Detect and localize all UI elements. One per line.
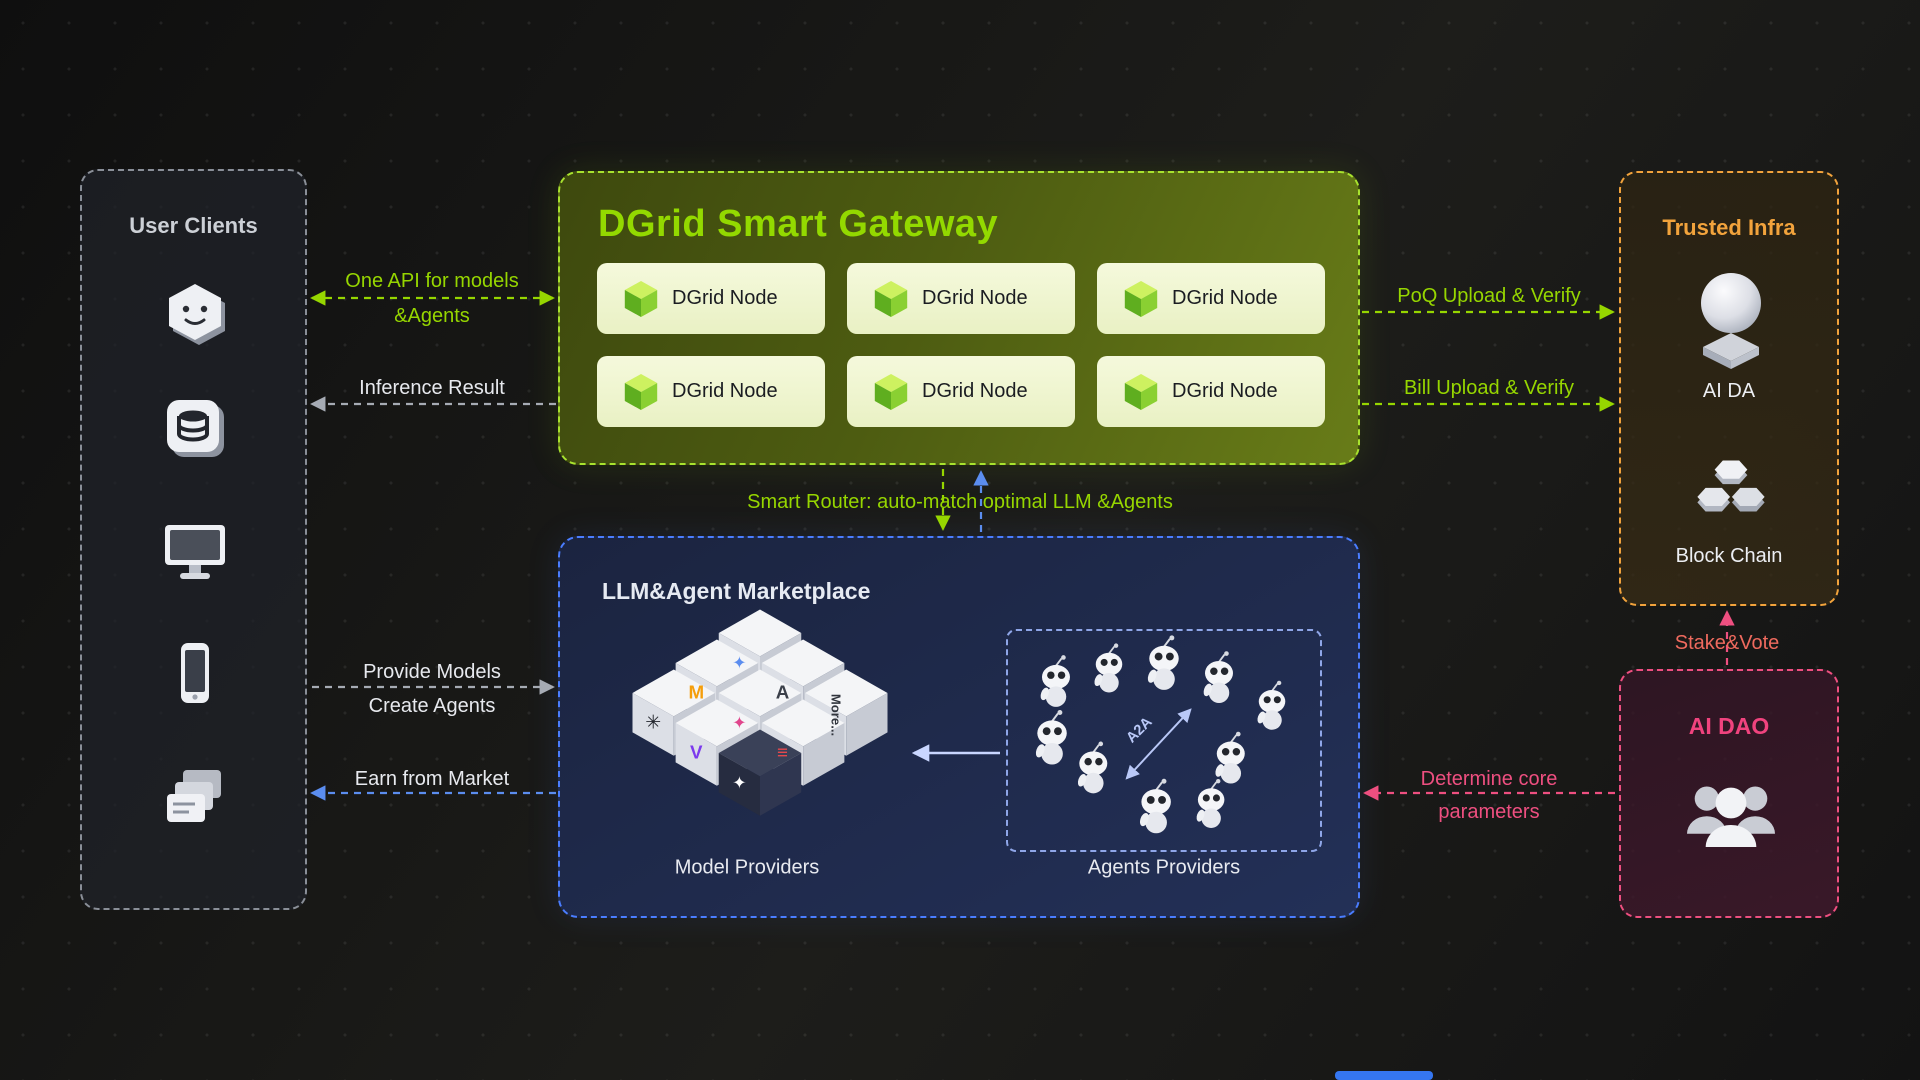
- one-api-label-line1: One API for models: [345, 270, 519, 292]
- dgrid-node-label: DGrid Node: [1172, 287, 1278, 309]
- people-group-icon: [1687, 786, 1775, 847]
- mistral-m-logo: M: [688, 682, 704, 703]
- blockchain-label: Block Chain: [1675, 545, 1783, 567]
- robot-icon: [1033, 709, 1068, 766]
- cube-icon: [874, 373, 908, 410]
- gemini-sparkle-logo: ✦: [732, 654, 746, 673]
- stack-app-icon: [167, 400, 224, 457]
- model-providers-label: Model Providers: [674, 856, 820, 879]
- robot-icon: [1212, 730, 1246, 785]
- a2a-label: A2A: [1123, 714, 1155, 746]
- robot-icon: [1038, 654, 1071, 708]
- a2a-arrow: [1125, 708, 1192, 780]
- robot-icon: [1145, 634, 1180, 691]
- create-agents-label: Create Agents: [368, 695, 496, 717]
- agents-providers-label: Agents Providers: [1087, 856, 1241, 879]
- cube-icon: [874, 280, 908, 317]
- ai-da-sphere-icon: [1701, 273, 1761, 369]
- openai-spiral-logo: ✳: [645, 712, 661, 733]
- desktop-icon: [165, 525, 225, 579]
- dgrid-node-card: DGrid Node: [1097, 263, 1325, 334]
- ai-dao-box: AI DAO: [1619, 669, 1839, 918]
- robot-icon: [1075, 740, 1109, 795]
- v-mark-logo: V: [690, 742, 703, 763]
- dgrid-node-label: DGrid Node: [672, 287, 778, 309]
- dark-box-sparkle-logo: ✦: [732, 774, 746, 793]
- dgrid-node-label: DGrid Node: [672, 380, 778, 402]
- robot-icon: [1201, 650, 1234, 704]
- dgrid-node-card: DGrid Node: [847, 263, 1075, 334]
- agents-providers-box: A2A: [1006, 629, 1322, 852]
- phone-icon: [181, 643, 209, 703]
- cube-icon: [624, 280, 658, 317]
- marketplace-box: LLM&Agent Marketplace ✦ M A ✳ ✦ More... …: [558, 536, 1360, 918]
- hexagon-app-icon: [169, 284, 225, 345]
- dgrid-node-card: DGrid Node: [847, 356, 1075, 427]
- anthropic-a-logo: A: [776, 682, 790, 703]
- ai-da-label: AI DA: [1702, 380, 1756, 402]
- cube-icon: [1124, 280, 1158, 317]
- dgrid-node-card: DGrid Node: [597, 263, 825, 334]
- robot-icon: [1092, 642, 1124, 694]
- provide-models-label: Provide Models: [363, 661, 501, 683]
- stake-vote-label: Stake&Vote: [1674, 632, 1780, 654]
- triple-bars-logo: ≡: [777, 742, 788, 763]
- documents-icon: [167, 770, 221, 822]
- model-providers-cluster: ✦ M A ✳ ✦ More... V ≡ ✦: [632, 609, 888, 816]
- dgrid-node-label: DGrid Node: [922, 287, 1028, 309]
- determine-core-label-line1: Determine core: [1420, 768, 1558, 790]
- gateway-box: DGrid Smart Gateway DGrid Node DGrid Nod…: [558, 171, 1360, 465]
- bill-upload-label: Bill Upload & Verify: [1403, 377, 1575, 399]
- blockchain-icon: [1697, 460, 1765, 512]
- robot-icon: [1194, 778, 1226, 829]
- dgrid-node-label: DGrid Node: [922, 380, 1028, 402]
- trusted-infra-title: Trusted Infra: [1662, 215, 1796, 240]
- smart-router-label: Smart Router: auto-match optimal LLM &Ag…: [747, 491, 1173, 513]
- agents-robots-group: A2A: [1033, 634, 1287, 835]
- dgrid-node-label: DGrid Node: [1172, 380, 1278, 402]
- cube-icon: [624, 373, 658, 410]
- dgrid-node-card: DGrid Node: [1097, 356, 1325, 427]
- user-clients-title: User Clients: [129, 213, 258, 238]
- earn-from-market-label: Earn from Market: [354, 768, 510, 790]
- user-clients-box: User Clients: [80, 169, 307, 910]
- gateway-title: DGrid Smart Gateway: [598, 203, 999, 245]
- marketplace-title: LLM&Agent Marketplace: [602, 578, 871, 604]
- pink-sparkle-logo: ✦: [732, 714, 746, 733]
- dgrid-node-card: DGrid Node: [597, 356, 825, 427]
- bottom-blue-strip: [1335, 1071, 1433, 1080]
- one-api-label-line2: &Agents: [394, 305, 470, 327]
- cube-icon: [1124, 373, 1158, 410]
- trusted-infra-box: Trusted Infra AI DA Block Chain: [1619, 171, 1839, 606]
- poq-upload-label: PoQ Upload & Verify: [1397, 285, 1581, 307]
- inference-result-label: Inference Result: [359, 377, 505, 399]
- robot-icon: [1255, 679, 1287, 731]
- more-box-label: More...: [828, 694, 843, 736]
- robot-icon: [1137, 777, 1172, 835]
- gateway-node-grid: DGrid Node DGrid Node DGrid Node: [597, 263, 1325, 427]
- determine-core-label-line2: parameters: [1438, 801, 1540, 823]
- ai-dao-title: AI DAO: [1688, 713, 1770, 739]
